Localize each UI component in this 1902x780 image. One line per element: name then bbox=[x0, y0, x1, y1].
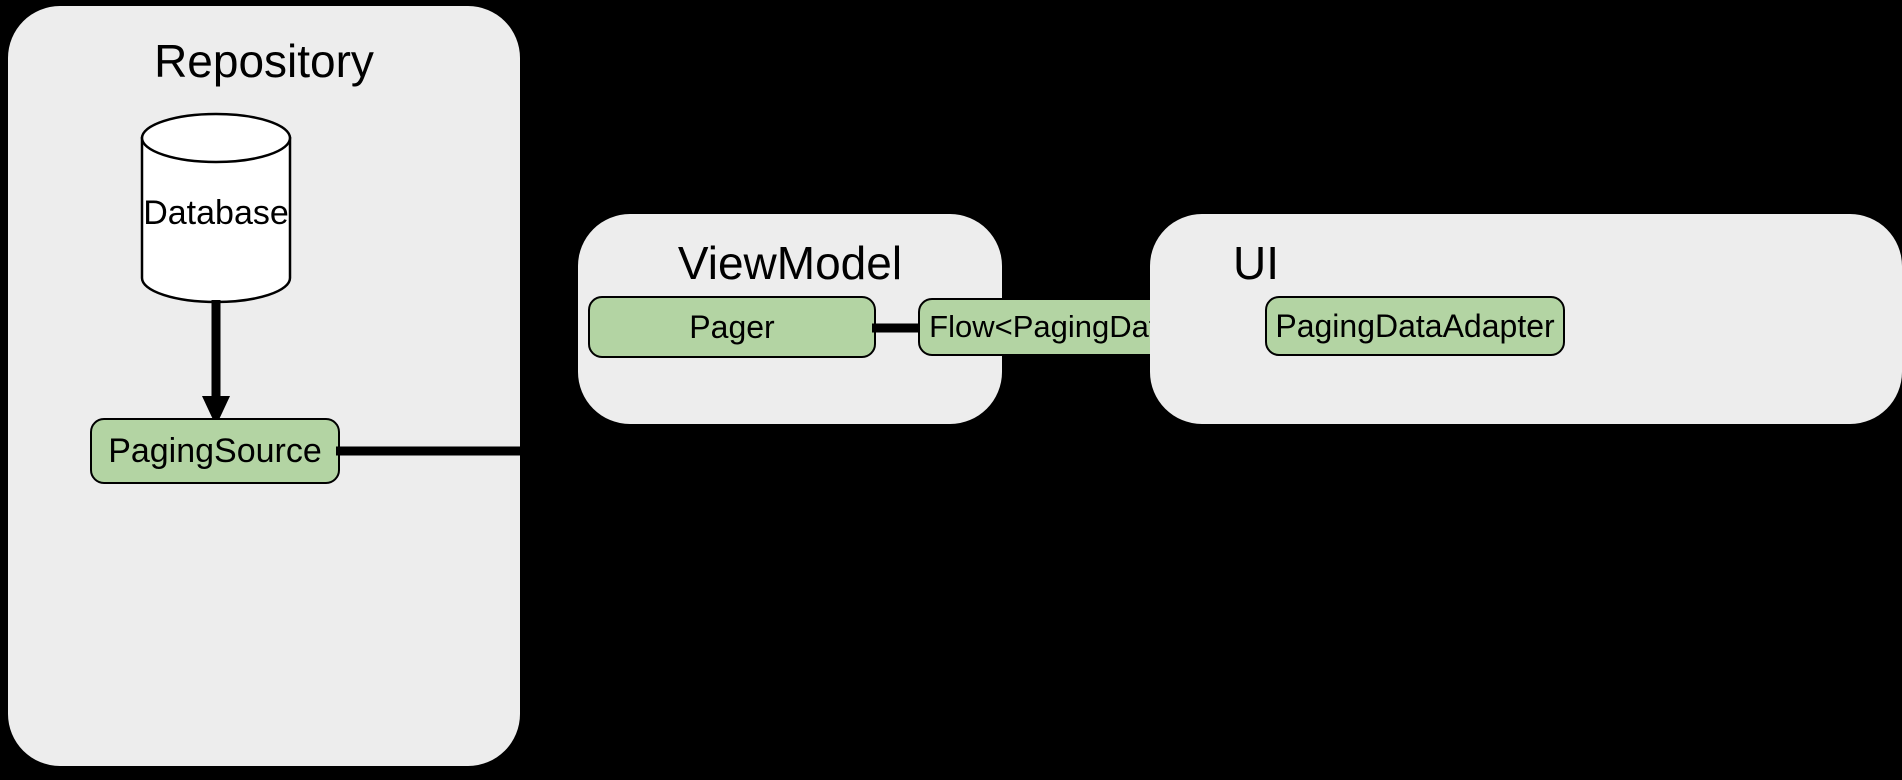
database-cylinder-icon bbox=[140, 112, 292, 304]
connector-database-to-paging-source bbox=[200, 300, 240, 428]
node-pager-label: Pager bbox=[689, 308, 775, 345]
node-pager[interactable]: Pager bbox=[588, 296, 876, 358]
panel-viewmodel-title: ViewModel bbox=[677, 237, 903, 289]
node-paging-data-adapter[interactable]: PagingDataAdapter bbox=[1265, 296, 1565, 356]
connector-pager-to-flow bbox=[872, 318, 924, 338]
node-paging-source-label: PagingSource bbox=[108, 431, 322, 470]
node-database[interactable]: Database bbox=[140, 112, 292, 304]
connector-paging-source-to-pager bbox=[336, 318, 598, 458]
node-flow-paging-data-label: Flow<PagingData> bbox=[929, 309, 1193, 344]
node-database-label: Database bbox=[143, 194, 289, 232]
panel-ui-title: UI bbox=[1233, 237, 1279, 289]
node-paging-source[interactable]: PagingSource bbox=[90, 418, 340, 484]
node-paging-data-adapter-label: PagingDataAdapter bbox=[1275, 307, 1555, 344]
panel-repository-title: Repository bbox=[154, 35, 374, 87]
